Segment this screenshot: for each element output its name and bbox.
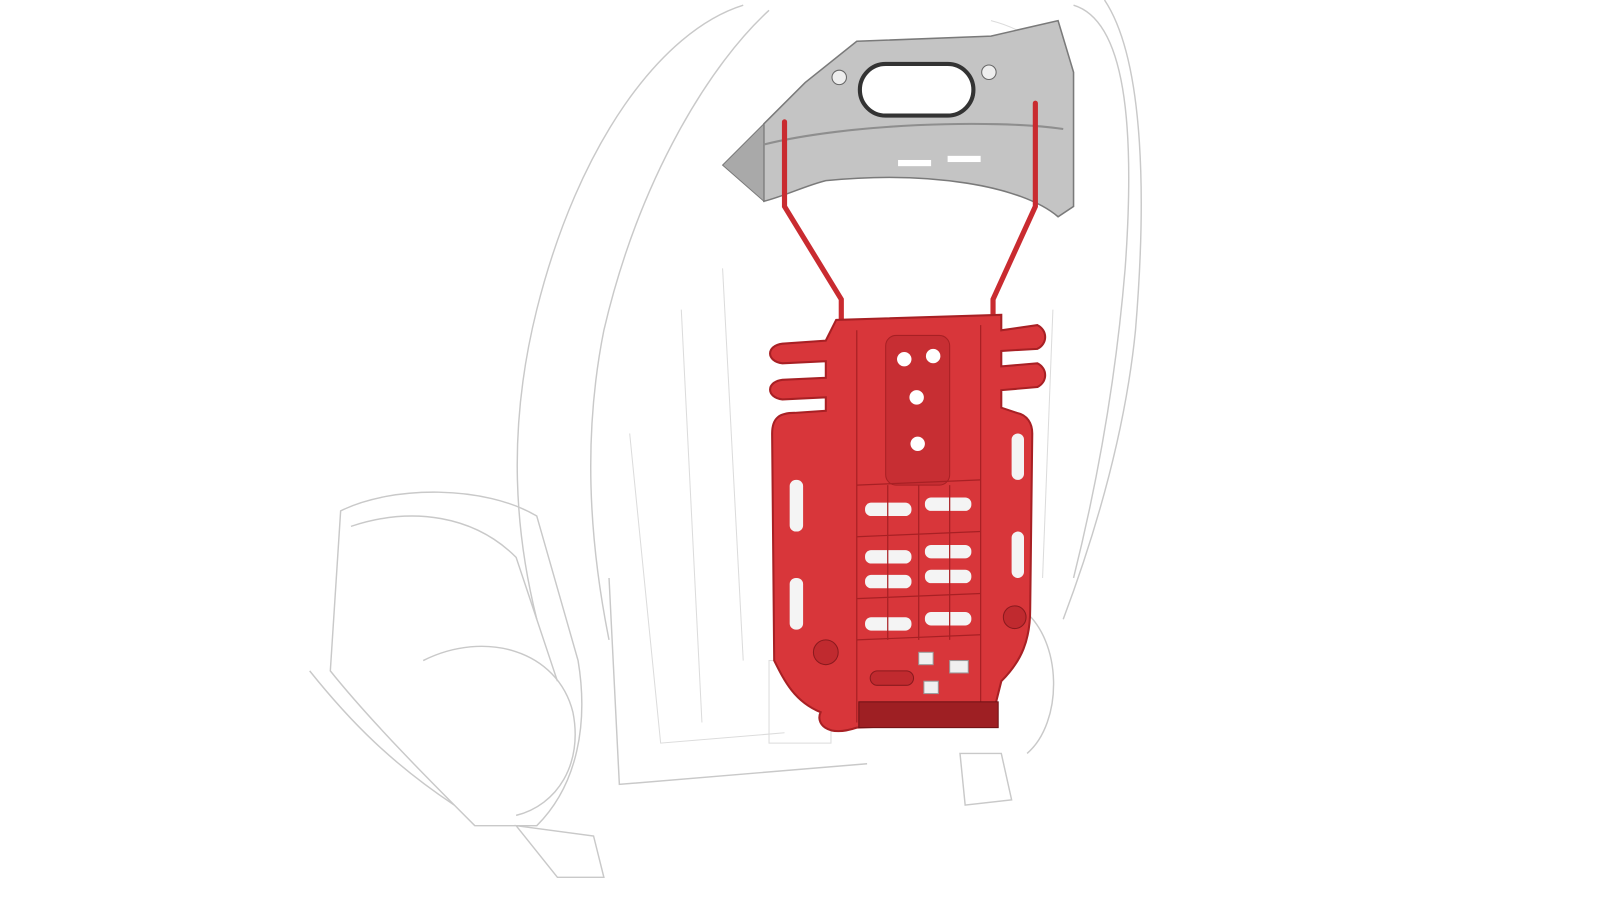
seat-outline: [309, 0, 1142, 879]
seat-back-panel: [769, 313, 1047, 733]
headrest-bracket: [721, 19, 1075, 218]
